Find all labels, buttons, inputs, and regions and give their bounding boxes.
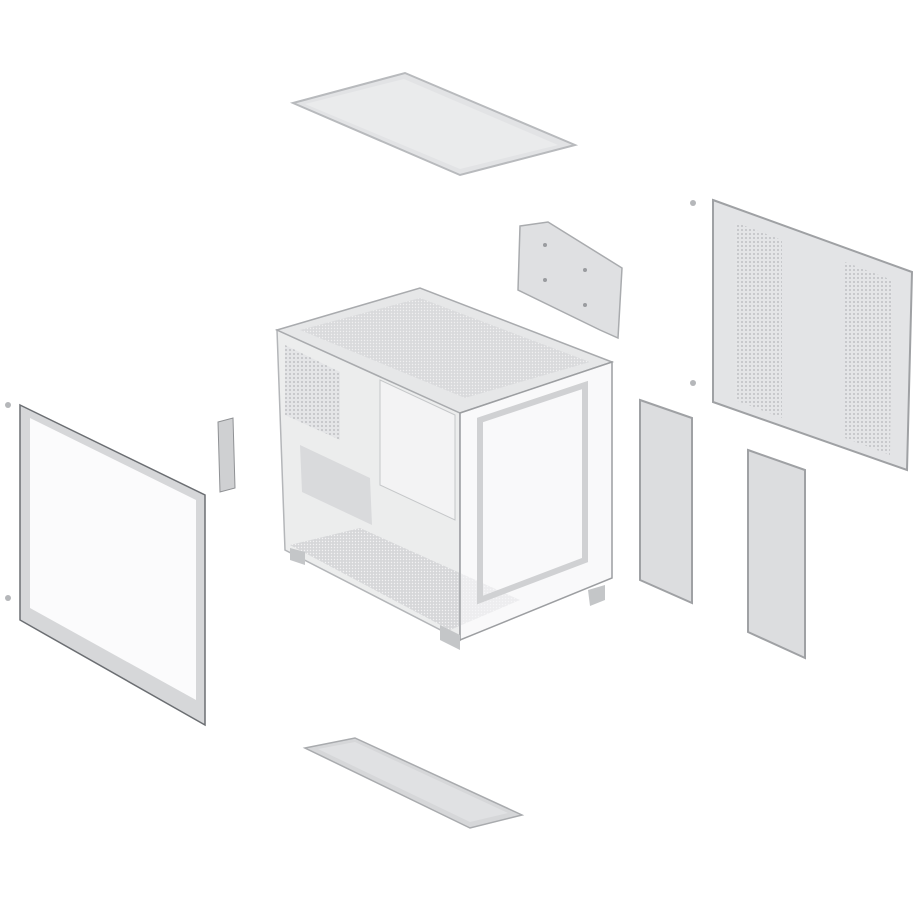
screw-icon	[690, 380, 696, 386]
right-side-panel	[712, 198, 913, 472]
side-dust-filter	[747, 448, 806, 660]
left-glass-panel	[19, 403, 206, 727]
screw-icon	[5, 595, 11, 601]
top-dust-filter	[289, 71, 579, 177]
drive-bracket	[517, 221, 623, 340]
side-dust-filter	[639, 398, 693, 605]
screw-icon	[5, 402, 11, 408]
screw-icon	[690, 200, 696, 206]
bottom-dust-filter	[302, 737, 525, 829]
small-bracket	[217, 417, 236, 493]
main-chassis	[274, 287, 615, 650]
